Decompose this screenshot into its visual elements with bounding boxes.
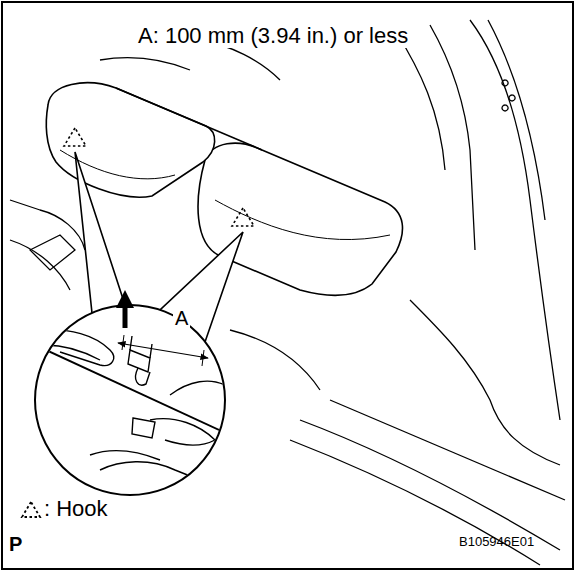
legend-row: : Hook — [20, 498, 108, 520]
hook-symbol — [64, 128, 254, 226]
detail-circle — [35, 305, 225, 495]
legend-text: : Hook — [44, 498, 108, 520]
dimension-note: A: 100 mm (3.94 in.) or less — [136, 24, 410, 48]
dimension-letter: A — [173, 307, 190, 329]
pull-arrow — [123, 305, 128, 328]
detail-view — [35, 330, 230, 480]
car-interior — [10, 20, 565, 565]
page-mark: P — [7, 533, 24, 555]
hook-symbol — [20, 498, 42, 520]
pull-arrow-head — [116, 290, 134, 308]
figure-number: B105946E01 — [457, 534, 536, 549]
